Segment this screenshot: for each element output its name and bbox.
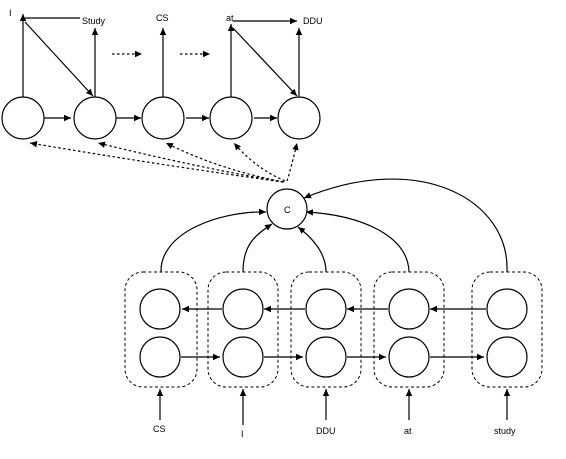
decoder: I Study CS at DDU xyxy=(1,8,323,140)
encoder-group xyxy=(207,271,279,388)
context-link xyxy=(233,142,286,182)
forward-node xyxy=(388,336,430,378)
output-token-i: I xyxy=(9,8,12,18)
context-arrow xyxy=(160,208,267,273)
feedback-arrow xyxy=(24,21,94,97)
backward-node xyxy=(222,288,264,330)
backward-node xyxy=(388,288,430,330)
encoder-group xyxy=(471,271,543,388)
context-label: C xyxy=(284,205,291,215)
context-link xyxy=(29,141,284,183)
encoder: CS I DDU at study xyxy=(124,271,543,439)
forward-node xyxy=(139,336,181,378)
context-link xyxy=(97,141,284,183)
input-token-i: I xyxy=(241,429,244,439)
context-links xyxy=(29,141,299,183)
input-token-cs: CS xyxy=(153,424,166,434)
encoder-group xyxy=(290,271,362,388)
encoder-group xyxy=(373,271,445,388)
decoder-node xyxy=(277,96,321,140)
feedback-arrow xyxy=(232,27,298,97)
encoder-to-context xyxy=(160,178,508,273)
context-link xyxy=(286,142,299,182)
backward-node xyxy=(486,288,528,330)
decoder-node xyxy=(141,96,185,140)
context-node xyxy=(266,188,308,230)
input-token-at: at xyxy=(404,426,412,436)
encoder-group xyxy=(124,271,198,388)
decoder-node xyxy=(73,96,117,140)
output-token-study: Study xyxy=(82,16,106,26)
context-arrow xyxy=(242,223,273,273)
context-arrow xyxy=(303,178,508,273)
forward-node xyxy=(305,336,347,378)
context-link xyxy=(165,142,285,183)
input-token-ddu: DDU xyxy=(316,426,336,436)
decoder-node xyxy=(209,96,253,140)
forward-node xyxy=(486,336,528,378)
output-token-at: at xyxy=(226,13,234,23)
backward-node xyxy=(139,288,181,330)
output-token-cs: CS xyxy=(156,13,169,23)
forward-node xyxy=(222,336,264,378)
context-node-group: C xyxy=(266,188,308,230)
input-token-study: study xyxy=(494,426,516,436)
decoder-node xyxy=(1,96,45,140)
context-arrow xyxy=(297,226,327,273)
output-token-ddu: DDU xyxy=(303,16,323,26)
context-arrow xyxy=(305,209,410,273)
backward-node xyxy=(305,288,347,330)
